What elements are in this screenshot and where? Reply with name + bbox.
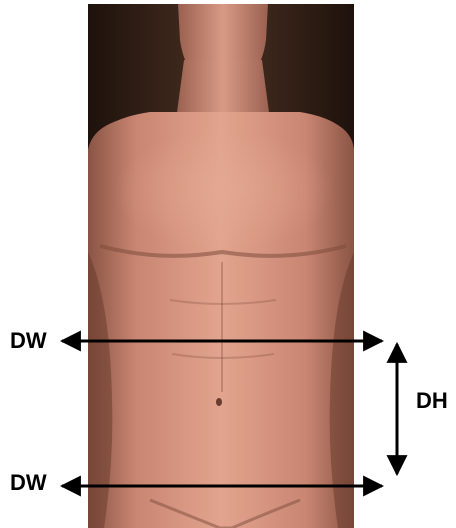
top-width-label: DW bbox=[10, 330, 47, 352]
navel bbox=[216, 398, 222, 406]
chest-highlight bbox=[113, 130, 333, 250]
bottom-width-label: DW bbox=[10, 472, 47, 494]
neck-shape bbox=[176, 60, 270, 120]
height-label: DH bbox=[416, 390, 448, 412]
